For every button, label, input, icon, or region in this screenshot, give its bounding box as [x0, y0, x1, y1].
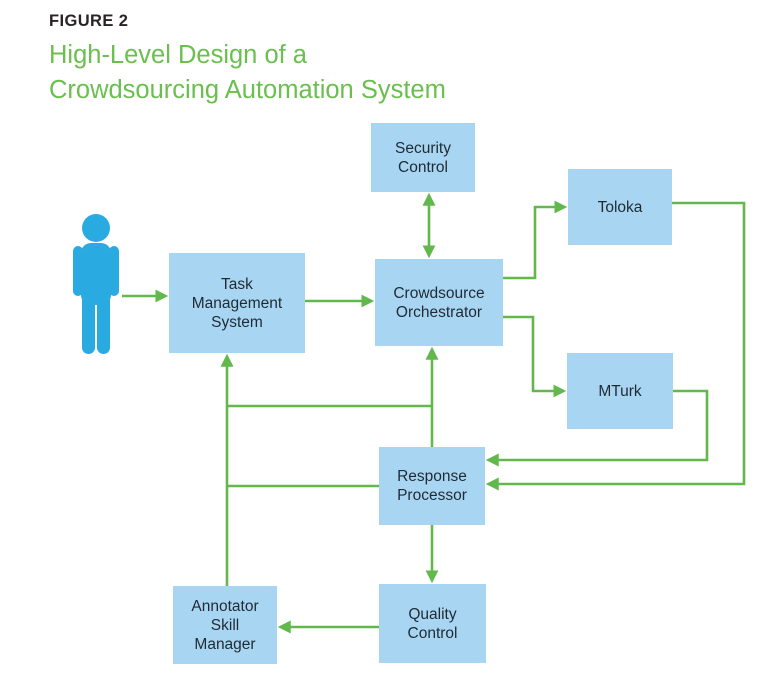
figure-title-line1: High-Level Design of a: [49, 41, 307, 69]
node-mturk: MTurk: [567, 353, 673, 429]
node-toloka: Toloka: [568, 169, 672, 245]
figure-header: FIGURE 2 High-Level Design of a Crowdsou…: [49, 12, 446, 108]
node-label-task-management-system: Task Management System: [191, 275, 283, 331]
node-security-control: Security Control: [371, 123, 475, 192]
node-quality-control: Quality Control: [379, 584, 486, 663]
figure-title: High-Level Design of a Crowdsourcing Aut…: [49, 38, 446, 108]
figure-label: FIGURE 2: [49, 12, 129, 30]
edge-orchestrator-to-mturk: [503, 315, 567, 398]
node-label-crowdsource-orchestrator: Crowdsource Orchestrator: [393, 284, 485, 321]
figure-title-line2: Crowdsourcing Automation System: [49, 76, 446, 104]
node-label-quality-control: Quality Control: [407, 605, 458, 642]
node-crowdsource-orchestrator: Crowdsource Orchestrator: [375, 259, 503, 346]
edge-orchestrator-to-toloka: [503, 200, 568, 280]
node-label-security-control: Security Control: [395, 139, 451, 176]
user-icon: [73, 214, 119, 354]
node-label-annotator-skill-manager: Annotator Skill Manager: [191, 597, 259, 653]
edge-mturk-to-response-processor: [485, 389, 709, 467]
node-label-response-processor: Response Processor: [397, 468, 467, 504]
node-task-management-system: Task Management System: [169, 253, 305, 353]
edge-toloka-to-response-processor: [485, 201, 746, 491]
node-response-processor: Response Processor: [379, 447, 485, 525]
node-annotator-skill-manager: Annotator Skill Manager: [173, 586, 277, 664]
node-label-mturk: MTurk: [598, 382, 642, 400]
node-label-toloka: Toloka: [597, 198, 643, 216]
